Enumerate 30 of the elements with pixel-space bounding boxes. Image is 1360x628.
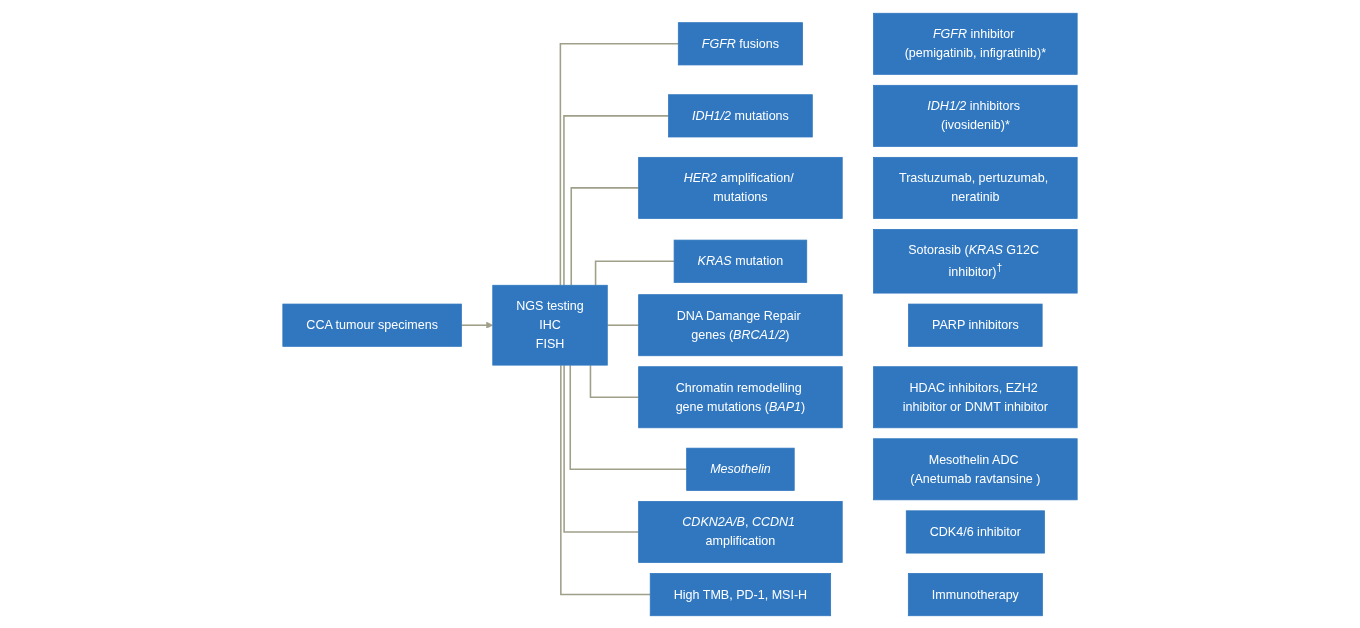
node-box: PARP inhibitors	[908, 303, 1043, 347]
node-box: CCA tumour specimens	[282, 303, 462, 347]
node-box: Trastuzumab, pertuzumab, neratinib	[873, 156, 1078, 219]
connector-line	[606, 323, 640, 326]
node-box: IDH1/2 mutations	[668, 93, 813, 137]
connector-line	[560, 363, 651, 595]
node-box: IDH1/2 inhibitors (ivosidenib)*	[873, 84, 1078, 147]
node-box: HER2 amplification/ mutations	[638, 156, 843, 219]
node-box: Immunotherapy	[907, 572, 1043, 616]
node-box: NGS testing IHC FISH	[492, 284, 608, 366]
connector-line	[589, 363, 640, 398]
node-box: Mesothelin ADC (Anetumab ravtansine )	[873, 437, 1078, 500]
node-box: Chromatin remodelling gene mutations (BAP1)	[638, 365, 843, 428]
connector-line	[594, 259, 675, 286]
node-box: FGFR fusions	[677, 21, 803, 65]
node-box: Sotorasib (KRAS G12C inhibitor)$^{†}$	[873, 228, 1078, 293]
node-box: HDAC inhibitors, EZH2 inhibitor or DNMT inhibitor	[873, 365, 1078, 428]
node-box: High TMB, PD-1, MSI-H	[649, 572, 832, 616]
connector-line	[563, 363, 640, 533]
node-box: KRAS mutation	[673, 239, 808, 283]
connector-line	[559, 42, 680, 286]
connector-line	[569, 363, 688, 470]
node-box: CDK4/6 inhibitor	[905, 509, 1045, 553]
connector-line	[570, 186, 640, 286]
connector-line	[563, 114, 670, 286]
node-box: DNA Damange Repair genes (BRCA1/2)	[638, 293, 843, 356]
connector-line	[460, 321, 494, 329]
node-box: Mesothelin	[686, 447, 795, 491]
node-box: CDKN2A/B, CCDN1 amplification	[638, 500, 843, 563]
node-box: FGFR inhibitor (pemigatinib, infigratinib)*	[873, 12, 1078, 75]
